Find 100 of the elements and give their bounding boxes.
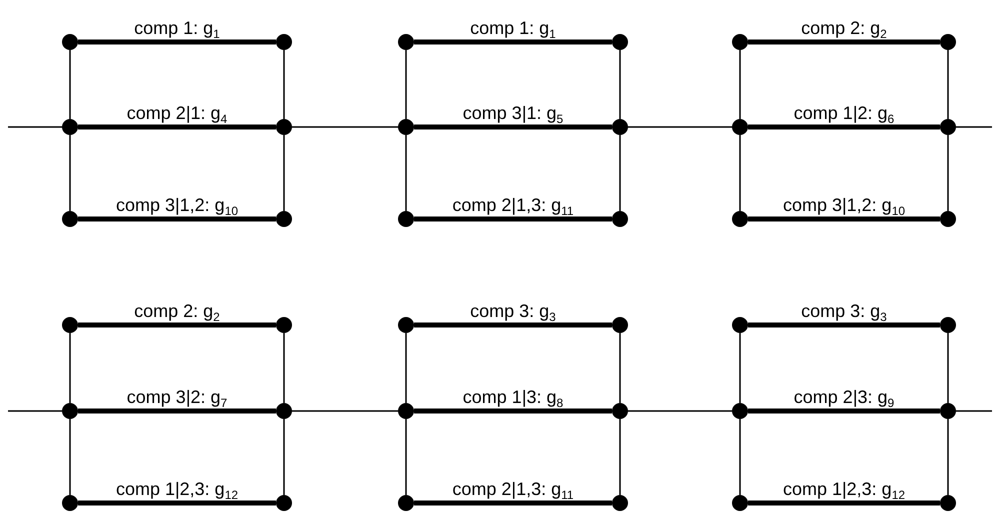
connector-line	[739, 135, 741, 211]
edge-label: comp 3: g$_{3}$	[470, 301, 556, 321]
node-dot	[276, 495, 292, 511]
node-dot	[612, 403, 628, 419]
edge-label: comp 2: g$_{2}$	[801, 18, 887, 38]
node-dot	[62, 119, 78, 135]
connector-line	[69, 135, 71, 211]
node-dot	[398, 403, 414, 419]
edge-label: comp 2|1: g$_{4}$	[126, 103, 228, 123]
node-dot	[732, 34, 748, 50]
edge-label: comp 3|2: g$_{7}$	[126, 387, 228, 407]
node-dot	[940, 119, 956, 135]
edge-label: comp 3: g$_{3}$	[801, 301, 887, 321]
connector-line	[739, 50, 741, 119]
connector-line	[69, 419, 71, 495]
connector-line	[628, 410, 732, 412]
node-dot	[398, 119, 414, 135]
connector-line	[414, 216, 612, 222]
connector-line	[748, 408, 940, 414]
node-dot	[732, 211, 748, 227]
connector-line	[8, 126, 62, 128]
connector-line	[283, 135, 285, 211]
connector-line	[78, 124, 276, 130]
connector-line	[414, 40, 612, 44]
connector-line	[956, 126, 992, 128]
node-dot	[940, 317, 956, 333]
node-dot	[276, 403, 292, 419]
connector-line	[8, 410, 62, 412]
connector-line	[69, 333, 71, 403]
connector-line	[619, 333, 621, 403]
node-dot	[276, 34, 292, 50]
connector-line	[619, 135, 621, 211]
connector-line	[414, 408, 612, 414]
connector-line	[947, 419, 949, 495]
node-dot	[940, 403, 956, 419]
connector-line	[283, 419, 285, 495]
node-dot	[732, 495, 748, 511]
edge-label: comp 3|1,2: g$_{10}$	[782, 195, 906, 215]
edge-label: comp 1|2,3: g$_{12}$	[782, 479, 906, 499]
connector-line	[405, 135, 407, 211]
connector-line	[292, 410, 398, 412]
connector-line	[947, 135, 949, 211]
connector-line	[947, 333, 949, 403]
connector-line	[78, 216, 276, 222]
edge-label: comp 1: g$_{1}$	[134, 18, 220, 38]
connector-line	[414, 124, 612, 130]
edge-label: comp 2|1,3: g$_{11}$	[452, 479, 574, 499]
node-dot	[732, 119, 748, 135]
node-dot	[732, 317, 748, 333]
connector-line	[619, 419, 621, 495]
node-dot	[940, 495, 956, 511]
node-dot	[612, 495, 628, 511]
node-dot	[398, 495, 414, 511]
node-dot	[398, 211, 414, 227]
edge-label: comp 1|3: g$_{8}$	[462, 387, 564, 407]
node-dot	[276, 119, 292, 135]
node-dot	[276, 211, 292, 227]
node-dot	[732, 403, 748, 419]
connector-line	[292, 126, 398, 128]
edge-label: comp 1|2: g$_{6}$	[794, 103, 894, 123]
node-dot	[276, 317, 292, 333]
connector-line	[414, 500, 612, 506]
node-dot	[398, 34, 414, 50]
node-dot	[62, 495, 78, 511]
connector-line	[748, 124, 940, 130]
connector-line	[405, 419, 407, 495]
node-dot	[62, 317, 78, 333]
connector-line	[748, 500, 940, 506]
node-dot	[62, 34, 78, 50]
connector-line	[69, 50, 71, 119]
node-dot	[612, 317, 628, 333]
connector-line	[628, 126, 732, 128]
connector-line	[947, 50, 949, 119]
connector-line	[619, 50, 621, 119]
connector-line	[78, 408, 276, 414]
node-dot	[612, 119, 628, 135]
connector-line	[405, 50, 407, 119]
edge-label: comp 2: g$_{2}$	[134, 301, 220, 321]
node-dot	[62, 211, 78, 227]
connector-line	[748, 40, 940, 44]
connector-line	[283, 333, 285, 403]
edge-label: comp 1: g$_{1}$	[470, 18, 556, 38]
connector-line	[739, 333, 741, 403]
node-dot	[940, 211, 956, 227]
node-dot	[612, 34, 628, 50]
edge-label: comp 3|1: g$_{5}$	[462, 103, 564, 123]
connector-line	[283, 50, 285, 119]
connector-line	[78, 500, 276, 506]
node-dot	[62, 403, 78, 419]
edge-label: comp 2|3: g$_{9}$	[794, 387, 894, 407]
connector-line	[78, 322, 276, 328]
node-dot	[612, 211, 628, 227]
edge-label: comp 3|1,2: g$_{10}$	[116, 195, 238, 215]
connector-line	[414, 322, 612, 328]
connector-line	[78, 40, 276, 44]
connector-line	[956, 410, 992, 412]
edge-label: comp 2|1,3: g$_{11}$	[452, 195, 574, 215]
connector-line	[748, 322, 940, 328]
node-dot	[940, 34, 956, 50]
connector-line	[405, 333, 407, 403]
